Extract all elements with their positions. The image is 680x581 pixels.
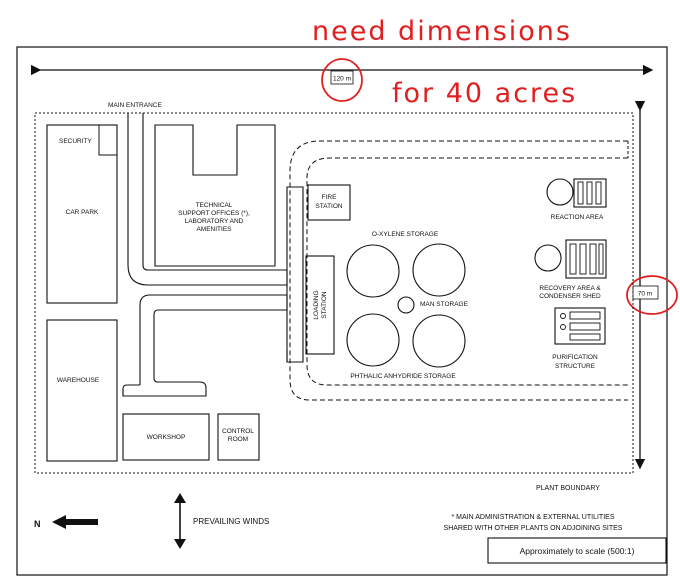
north-label: N [34, 519, 41, 529]
phthalic-tank-1 [346, 313, 400, 367]
prevailing-winds-label: PREVAILING WINDS [193, 517, 269, 526]
note-line-1: * MAIN ADMINISTRATION & EXTERNAL UTILITI… [452, 514, 615, 521]
security-label: SECURITY [59, 138, 93, 145]
recovery-label-1: RECOVERY AREA & [539, 285, 601, 292]
man-storage-tank [397, 296, 415, 314]
oxylene-tank-2 [412, 243, 466, 297]
width-dimension-box [330, 70, 354, 85]
annotation-for-40-acres: for 40 acres [392, 78, 577, 109]
internal-road-connector [122, 384, 140, 396]
scale-box [487, 537, 667, 564]
fire-station-label-2: STATION [315, 203, 343, 210]
width-dimension-label: 120 m [333, 76, 351, 83]
recovery-unit-bar-3 [589, 243, 597, 275]
fire-station-label-1: FIRE [322, 194, 337, 201]
recovery-unit-bar-4 [598, 243, 604, 275]
technical-label-2: SUPPORT OFFICES (*), [178, 210, 250, 217]
reaction-unit-bar-3 [595, 181, 602, 205]
main-road-vertical [286, 186, 304, 363]
reaction-unit-bar-1 [577, 181, 584, 205]
security-hut [98, 124, 118, 156]
technical-label-1: TECHNICAL [196, 202, 233, 209]
process-road-inner [306, 157, 628, 386]
annotation-circle-width [321, 58, 363, 102]
fire-station [307, 184, 351, 221]
loading-station-label-1: LOADING [313, 290, 320, 319]
car-park [46, 124, 118, 304]
recovery-label-2: CONDENSER SHED [539, 293, 601, 300]
purification-column-1 [569, 311, 601, 320]
internal-road-loop [122, 294, 288, 397]
loading-station [305, 255, 335, 355]
reaction-unit [573, 178, 607, 208]
main-entrance-label: MAIN ENTRANCE [108, 102, 162, 109]
plant-boundary-line [34, 112, 634, 474]
control-room [217, 413, 260, 461]
purification-column-2 [569, 322, 601, 331]
loading-station-label-2: STATION [321, 291, 328, 319]
control-room-label-2: ROOM [228, 436, 248, 443]
technical-support-offices [154, 124, 276, 267]
oxylene-label: O-XYLENE STORAGE [372, 231, 439, 238]
entrance-road [127, 113, 288, 286]
winds-arrow-up-icon [174, 493, 186, 503]
annotation-circle-height [626, 275, 678, 315]
north-arrow-icon [52, 515, 98, 529]
recovery-unit-bar-1 [569, 243, 577, 275]
reaction-unit-bar-2 [586, 181, 593, 205]
technical-label-3: LABORATORY AND [185, 218, 244, 225]
reaction-area-label: REACTION AREA [551, 214, 604, 221]
phthalic-tank-2 [412, 314, 466, 368]
recovery-unit [565, 239, 607, 279]
plant-boundary-label: PLANT BOUNDARY [536, 485, 600, 492]
winds-arrow-down-icon [174, 539, 186, 549]
purification-dot-1 [560, 313, 566, 319]
car-park-label: CAR PARK [66, 209, 99, 216]
reactor-vessel [546, 178, 574, 206]
purification-structure [554, 307, 606, 345]
recovery-vessel [534, 244, 562, 272]
drawing-frame [16, 46, 668, 576]
scale-label: Approximately to scale (500:1) [520, 546, 635, 556]
oxylene-tank-1 [346, 244, 400, 298]
control-room-label-1: CONTROL [222, 428, 254, 435]
height-dimension-label: 70 m [638, 291, 652, 298]
man-storage-label: MAN STORAGE [420, 301, 469, 308]
technical-label-4: AMENITIES [196, 226, 232, 233]
annotation-need-dimensions: need dimensions [312, 16, 572, 47]
phthalic-label: PHTHALIC ANHYDRIDE STORAGE [350, 373, 456, 380]
warehouse [46, 319, 118, 462]
purification-label-2: STRUCTURE [555, 363, 596, 370]
purification-dot-2 [560, 324, 566, 330]
warehouse-label: WAREHOUSE [57, 377, 100, 384]
workshop [122, 413, 210, 461]
purification-column-3 [569, 333, 601, 341]
purification-label-1: PURIFICATION [552, 354, 598, 361]
note-line-2: SHARED WITH OTHER PLANTS ON ADJOINING SI… [444, 525, 623, 532]
process-road-outer [289, 140, 628, 401]
workshop-label: WORKSHOP [147, 434, 186, 441]
recovery-unit-bar-2 [579, 243, 587, 275]
